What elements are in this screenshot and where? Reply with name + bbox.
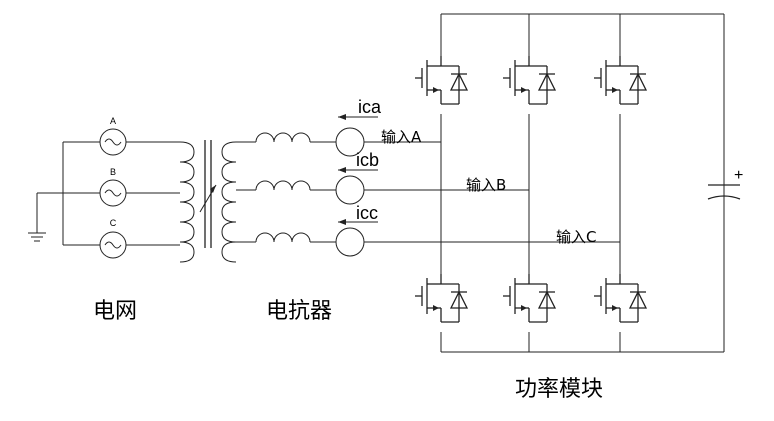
power-module-bridge: + bbox=[414, 13, 743, 353]
current-label-ica: ica bbox=[358, 97, 382, 117]
input-b-label: 输入B bbox=[466, 176, 506, 194]
dc-capacitor-plus-label: + bbox=[734, 167, 743, 184]
power-module-caption: 功率模块 bbox=[515, 377, 603, 402]
reactor-caption: 电抗器 bbox=[266, 299, 332, 324]
current-sensor-b bbox=[335, 175, 365, 205]
source-a: A bbox=[99, 116, 127, 156]
current-sensor-c bbox=[335, 227, 365, 257]
source-a-label: A bbox=[110, 116, 116, 126]
igbt-lower-c bbox=[593, 273, 647, 323]
source-c: C bbox=[99, 218, 127, 259]
igbt-upper-a bbox=[414, 55, 468, 105]
current-label-icc: icc bbox=[356, 203, 378, 223]
reactor-coils bbox=[236, 132, 336, 243]
current-sensors: ica icb icc bbox=[335, 97, 382, 257]
igbt-upper-b bbox=[502, 55, 556, 105]
input-c-label: 输入C bbox=[556, 228, 596, 246]
igbt-upper-c bbox=[593, 55, 647, 105]
input-a-label: 输入A bbox=[381, 128, 422, 146]
source-c-label: C bbox=[110, 218, 117, 228]
grid-sources: A B C bbox=[28, 116, 180, 259]
source-b: B bbox=[99, 167, 127, 207]
igbt-lower-b bbox=[502, 273, 556, 323]
current-label-icb: icb bbox=[356, 150, 379, 170]
igbt-lower-a bbox=[414, 273, 468, 323]
phase-lines bbox=[364, 141, 620, 243]
source-b-label: B bbox=[110, 167, 116, 177]
grid-caption: 电网 bbox=[93, 299, 137, 324]
transformer bbox=[179, 140, 237, 263]
